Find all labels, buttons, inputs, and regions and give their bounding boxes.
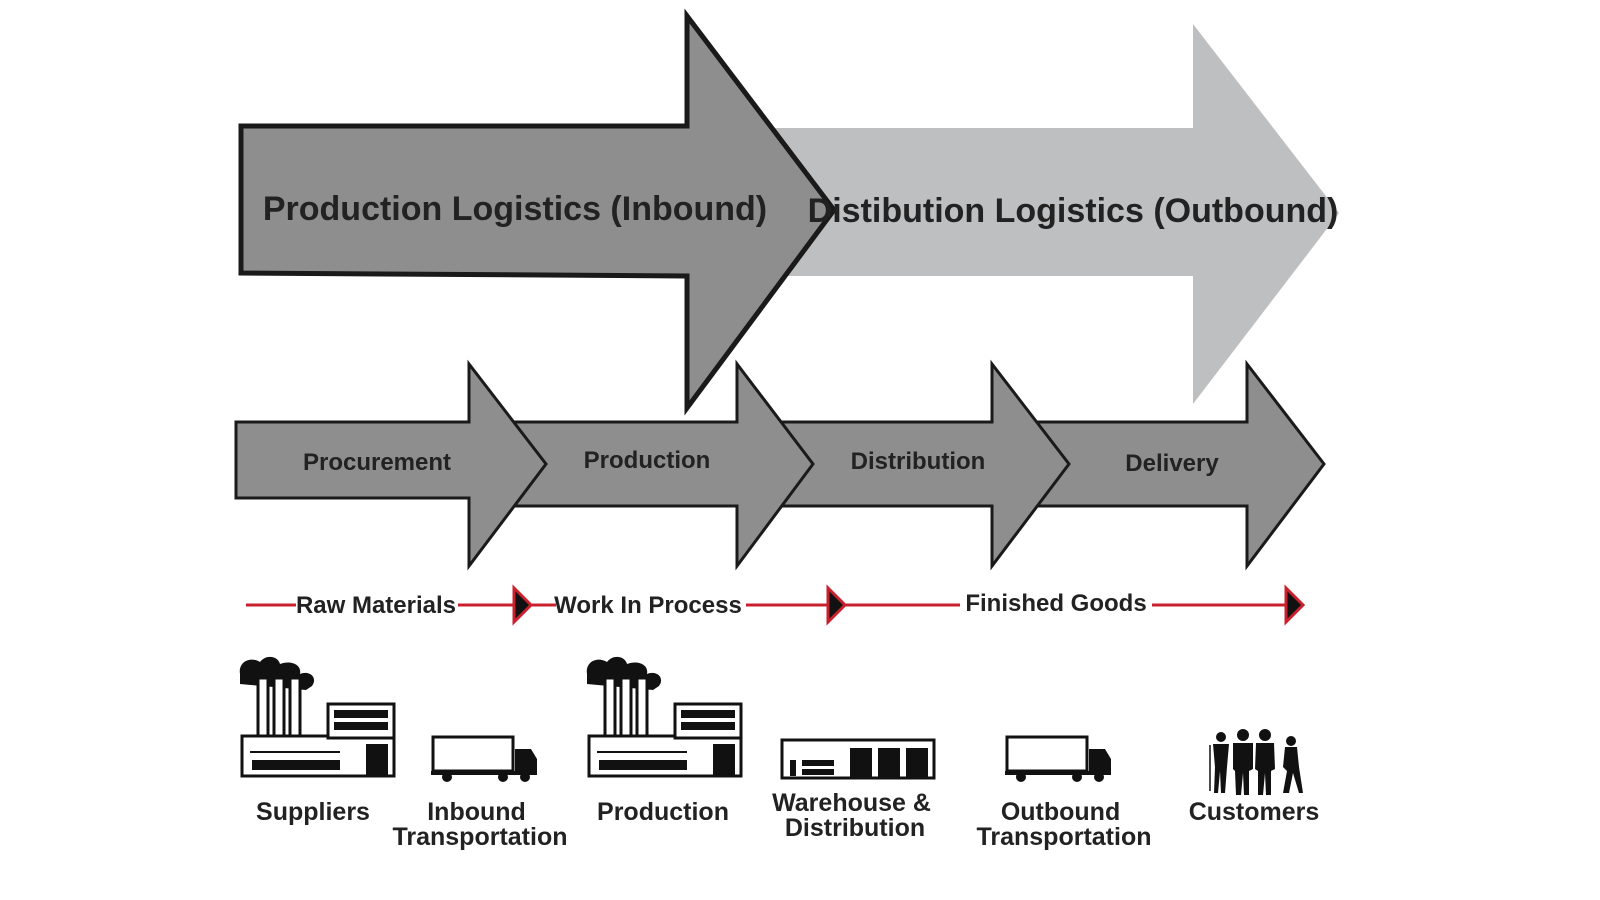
factory-icon [585, 655, 743, 778]
inbound-logistics-arrow [238, 8, 838, 416]
outbound-logistics-arrow [760, 24, 1339, 404]
stage-label-delivery: Delivery [1125, 450, 1219, 477]
factory-icon [238, 655, 396, 778]
entity-label-warehouse-distribution: Warehouse & Distribution [772, 789, 938, 842]
flow-label-raw-materials: Raw Materials [296, 592, 456, 619]
flow-arrowhead-1 [512, 584, 534, 626]
entity-label-suppliers: Suppliers [256, 798, 370, 826]
stage-arrow-distribution [778, 359, 1071, 571]
stage-label-procurement: Procurement [303, 449, 451, 476]
truck-icon [1003, 735, 1113, 784]
entity-label-outbound-transportation: Outbound Transportation [976, 798, 1151, 851]
customers-icon [1209, 728, 1304, 796]
inbound-logistics-label: Production Logistics (Inbound) [263, 190, 767, 228]
entity-label-customers: Customers [1189, 798, 1320, 826]
flow-label-finished-goods: Finished Goods [965, 590, 1146, 617]
flow-arrowhead-3 [1284, 584, 1306, 626]
stage-arrow-delivery [1036, 359, 1326, 571]
outbound-logistics-label: Distibution Logistics (Outbound) [808, 192, 1339, 230]
stage-arrow-procurement [234, 359, 548, 571]
truck-icon [429, 735, 539, 784]
flow-arrowhead-2 [826, 584, 848, 626]
stage-label-production: Production [584, 447, 711, 474]
entity-label-inbound-transportation: Inbound Transportation [392, 798, 567, 851]
stage-label-distribution: Distribution [851, 448, 986, 475]
stage-arrow-production [512, 359, 815, 571]
entity-label-production: Production [597, 798, 729, 826]
flow-label-work-in-process: Work In Process [554, 592, 742, 619]
warehouse-icon [780, 738, 936, 780]
